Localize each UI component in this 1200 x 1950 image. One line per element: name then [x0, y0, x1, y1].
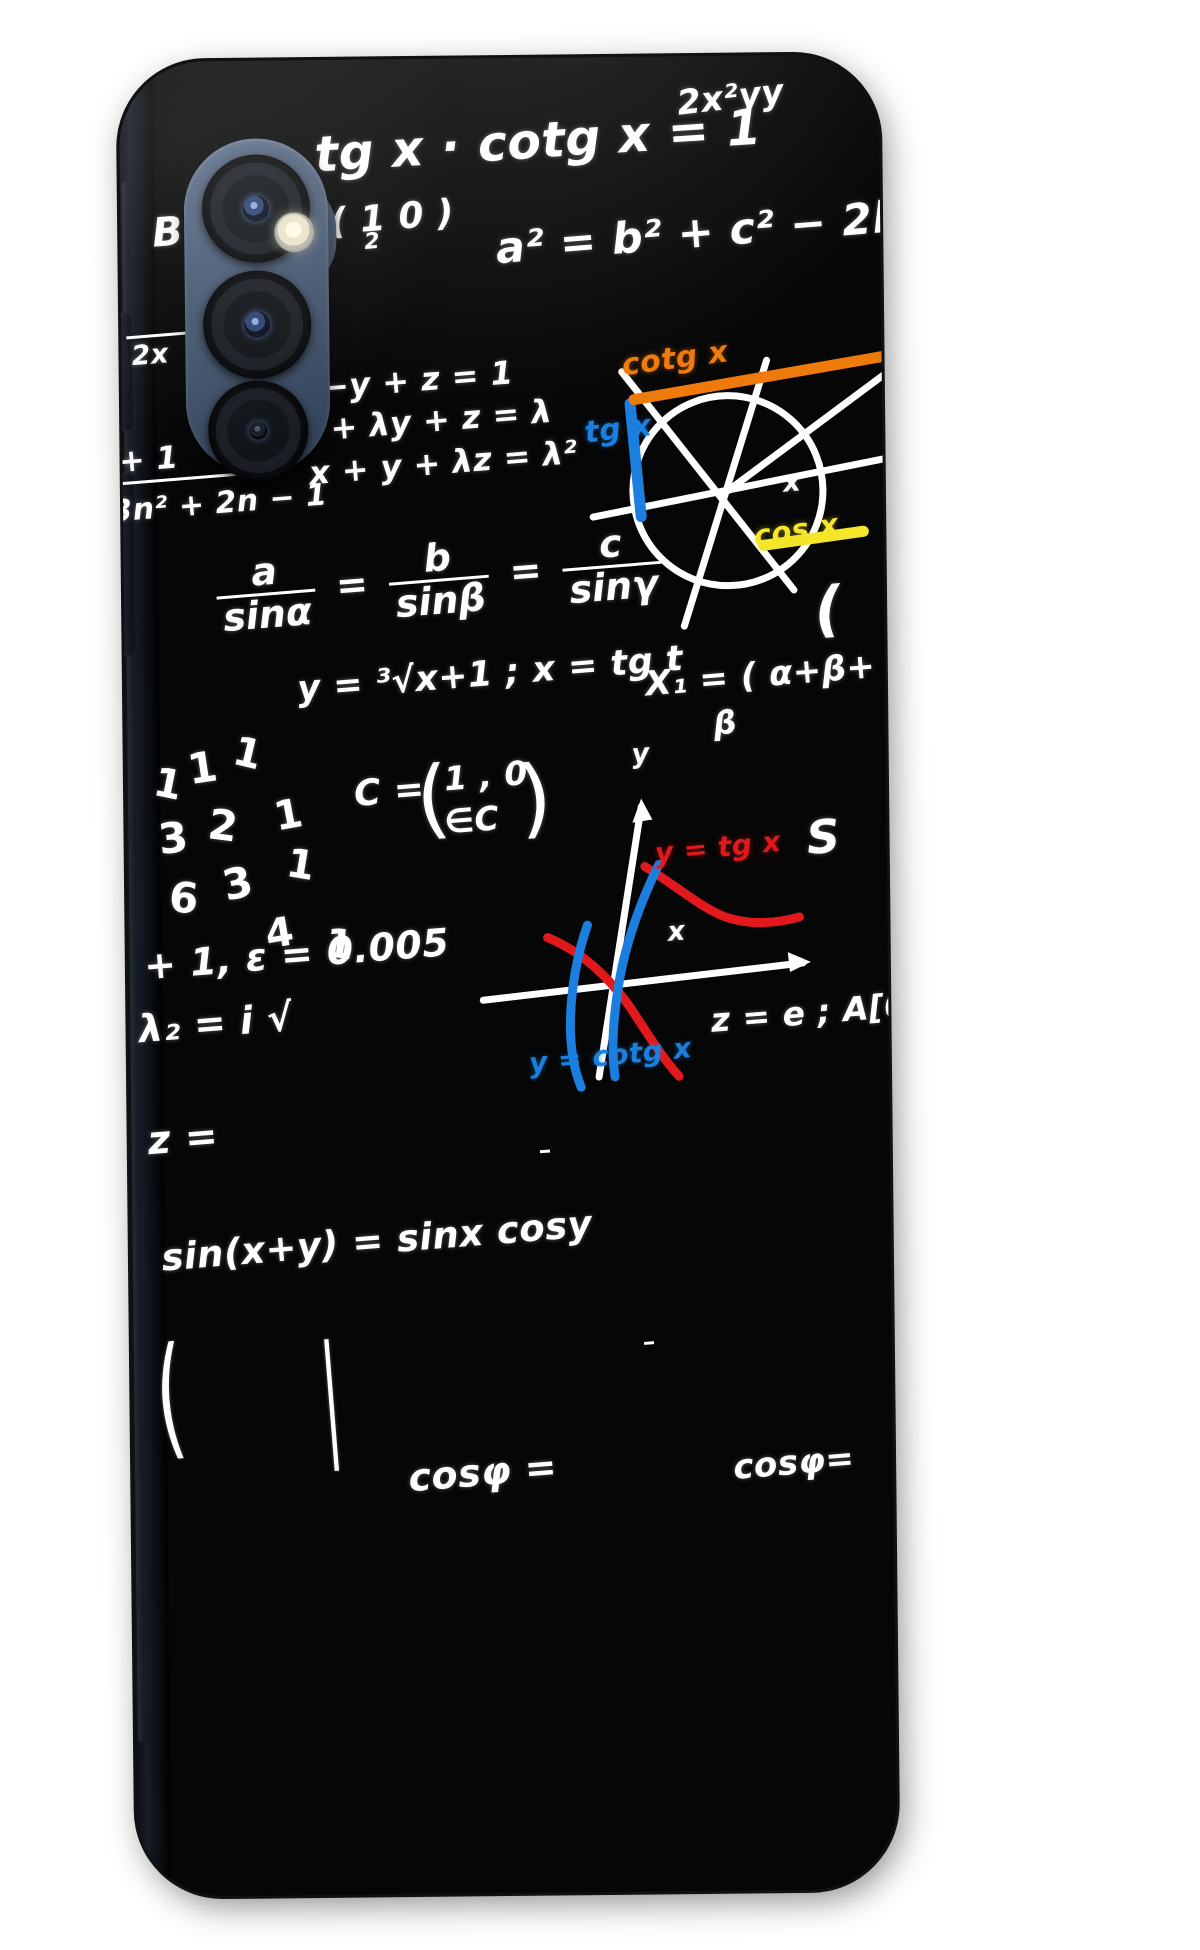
scattered-digit-3: 1 — [228, 728, 267, 780]
circle-radius-ray — [724, 365, 896, 495]
formula-x1-matrix-2: β — [711, 702, 739, 743]
tangent-segment — [624, 398, 647, 523]
formula-z-e-set: z = — [146, 1113, 220, 1165]
case-artwork: tg x · cotg x = 1 2x²yy a² = b² + c² − 2… — [118, 54, 898, 1897]
phone-case: tg x · cotg x = 1 2x²yy a² = b² + c² − 2… — [118, 54, 898, 1897]
scattered-digit-5: 2 — [205, 799, 242, 852]
formula-matrix-fragment-2: 2 — [363, 228, 382, 255]
y-prime-frac — [643, 1341, 655, 1345]
formula-y-prime — [642, 1321, 655, 1361]
plot-y-axis-label: y — [630, 737, 652, 771]
label-angle-x: x — [781, 466, 802, 499]
big-matrix-close-bracket: | — [315, 1317, 347, 1473]
scattered-digit-6: 1 — [270, 790, 307, 841]
scattered-digit-9: 1 — [283, 840, 319, 891]
plot-x-axis-label: x — [666, 915, 687, 948]
formula-A-vector: cosφ = — [406, 1444, 559, 1501]
cotangent-curve-right — [608, 859, 664, 1082]
formula-epsilon: λ₂ = i √ — [136, 994, 295, 1052]
camera-lens-wide — [202, 270, 312, 380]
scattered-digit-7: 6 — [166, 872, 202, 924]
y-prime-den — [643, 1341, 655, 1345]
scattered-digit-4: 3 — [155, 811, 191, 865]
equals-sign-1: = — [334, 561, 370, 608]
scattered-digit-1: 1 — [149, 759, 187, 810]
camera-module — [183, 137, 331, 482]
frac-2x-term — [539, 1149, 551, 1154]
formula-cos-phi: cosφ= — [731, 1438, 856, 1488]
formula-frac-numer: + 1 — [118, 439, 180, 481]
formula-set-membership: + 1, ε = 0.005 — [142, 920, 451, 989]
scattered-digit-2: 1 — [184, 741, 222, 795]
plot-x-axis — [479, 959, 807, 1004]
formula-matrix-fragment: ( 1 0 ) — [328, 192, 456, 244]
formula-two-x-sq-yy: 2x²yy — [674, 71, 787, 124]
led-flash-icon — [273, 211, 315, 253]
camera-lens-macro — [207, 380, 309, 482]
scattered-digit-8: 3 — [218, 856, 258, 911]
law-of-sines-term-a: a sinα — [213, 549, 319, 640]
formula-abs-alpha-beta: sin(x+y) = sinx cosy — [159, 1202, 594, 1280]
big-matrix-open-paren: ( — [149, 1318, 191, 1475]
cosine-segment — [758, 525, 869, 551]
formula-beta-letter: B — [150, 208, 185, 257]
plot-x-arrowhead — [787, 952, 811, 973]
formula-denominator-2x: 2x — [130, 338, 170, 373]
tangent-cotangent-plot — [479, 798, 811, 1092]
unit-circle-outline — [629, 392, 827, 590]
plot-y-arrowhead — [632, 798, 653, 823]
formula-law-of-cosines: a² = b² + c² − 2b — [493, 191, 898, 275]
formula-cube-root: y = ³√x+1 ; x = tg t — [295, 638, 685, 710]
cotangent-curve-left — [565, 920, 592, 1092]
tangent-curve-upper — [640, 862, 804, 928]
cotangent-segment — [628, 349, 898, 406]
circle-secant-line — [618, 368, 798, 594]
frac-2x-den — [539, 1149, 551, 1154]
equals-sign-2: = — [507, 547, 544, 594]
formula-frac-denom: 3n² + 2n − 1 — [118, 477, 329, 530]
law-of-sines-a-den: sinα — [216, 588, 319, 640]
trig-unit-circle — [589, 349, 898, 630]
law-of-sines-term-b: b sinβ — [386, 535, 493, 626]
plot-y-axis — [595, 803, 645, 1081]
law-of-sines-b-den: sinβ — [389, 574, 493, 626]
circle-vertical-axis — [680, 356, 771, 630]
